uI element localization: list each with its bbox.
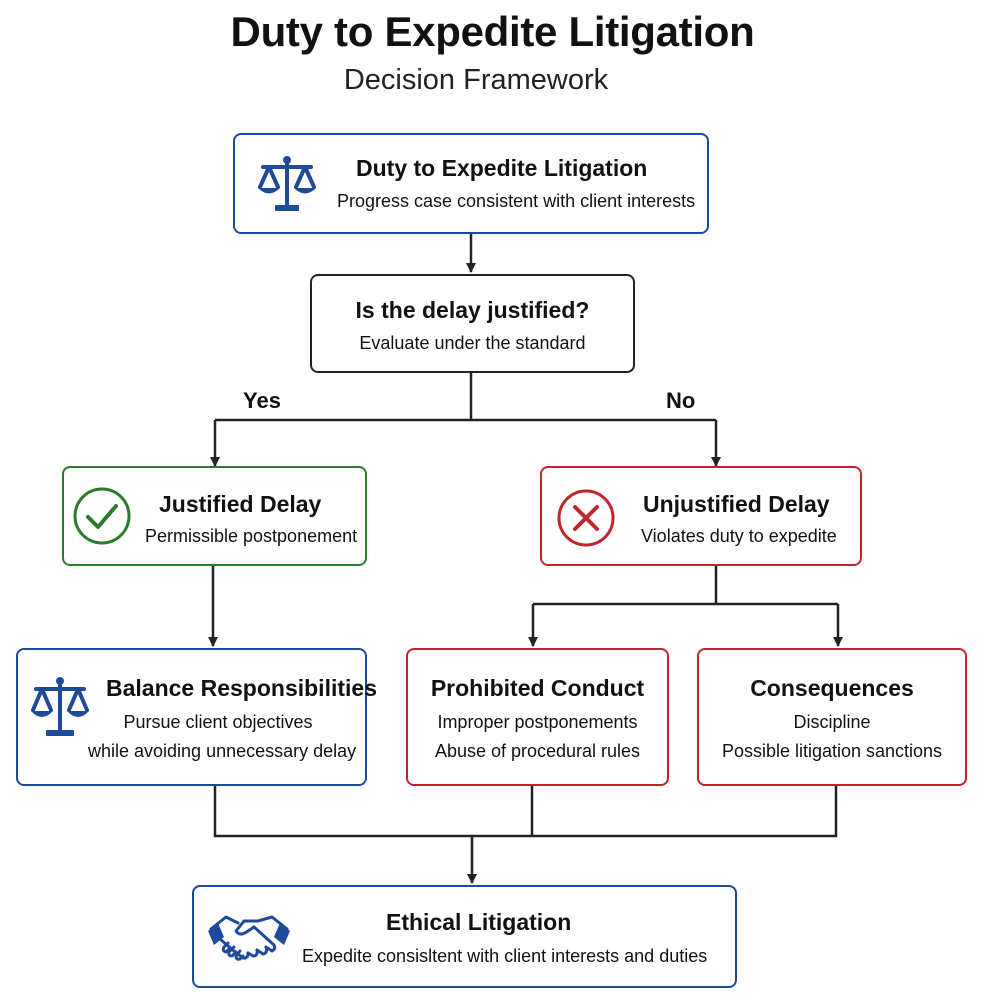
node-title: Balance Responsibilities (106, 675, 377, 701)
node-text: Expedite consisltent with client interes… (302, 946, 708, 966)
node-text: Violates duty to expedite (641, 526, 837, 546)
node-title: Prohibited Conduct (430, 675, 645, 701)
node-line: Discipline (793, 712, 871, 732)
node-ethical-litigation: Ethical Litigation Expedite consisltent … (192, 885, 737, 988)
handshake-icon (208, 915, 290, 961)
node-justified-delay: Justified Delay Permissible postponement (62, 466, 367, 566)
node-title: Justified Delay (159, 491, 322, 517)
node-title: Consequences (750, 675, 914, 701)
node-title: Duty to Expedite Litigation (356, 155, 648, 181)
node-line: Improper postponements (437, 712, 638, 732)
node-unjustified-delay: Unjustified Delay Violates duty to exped… (540, 466, 862, 566)
page-title: Duty to Expedite Litigation (230, 8, 755, 55)
checkmark-icon (73, 487, 131, 545)
node-text: Progress case consistent with client int… (337, 191, 696, 211)
node-text: Permissible postponement (145, 526, 358, 546)
node-line: Possible litigation sanctions (721, 741, 943, 761)
node-title: Ethical Litigation (386, 909, 572, 935)
node-title: Is the delay justified? (355, 297, 590, 323)
node-consequences: Consequences Discipline Possible litigat… (697, 648, 967, 786)
branch-label-yes: Yes (243, 388, 281, 413)
node-duty-to-expedite: Duty to Expedite Litigation Progress cas… (233, 133, 709, 234)
branch-label-no: No (666, 388, 696, 413)
node-balance-responsibilities: Balance Responsibilities Pursue client o… (16, 648, 377, 786)
scales-icon (31, 677, 89, 736)
page-subtitle: Decision Framework (343, 64, 609, 96)
x-icon (557, 489, 615, 547)
node-line: while avoiding unnecessary delay (88, 741, 357, 761)
node-text: Evaluate under the standard (359, 333, 586, 353)
node-prohibited-conduct: Prohibited Conduct Improper postponement… (406, 648, 669, 786)
node-line: Pursue client objectives (123, 712, 313, 732)
merge-line (213, 786, 838, 838)
node-delay-question: Is the delay justified? Evaluate under t… (310, 274, 635, 373)
node-title: Unjustified Delay (643, 491, 830, 517)
scales-icon (258, 156, 316, 211)
node-line: Abuse of procedural rules (434, 741, 641, 761)
